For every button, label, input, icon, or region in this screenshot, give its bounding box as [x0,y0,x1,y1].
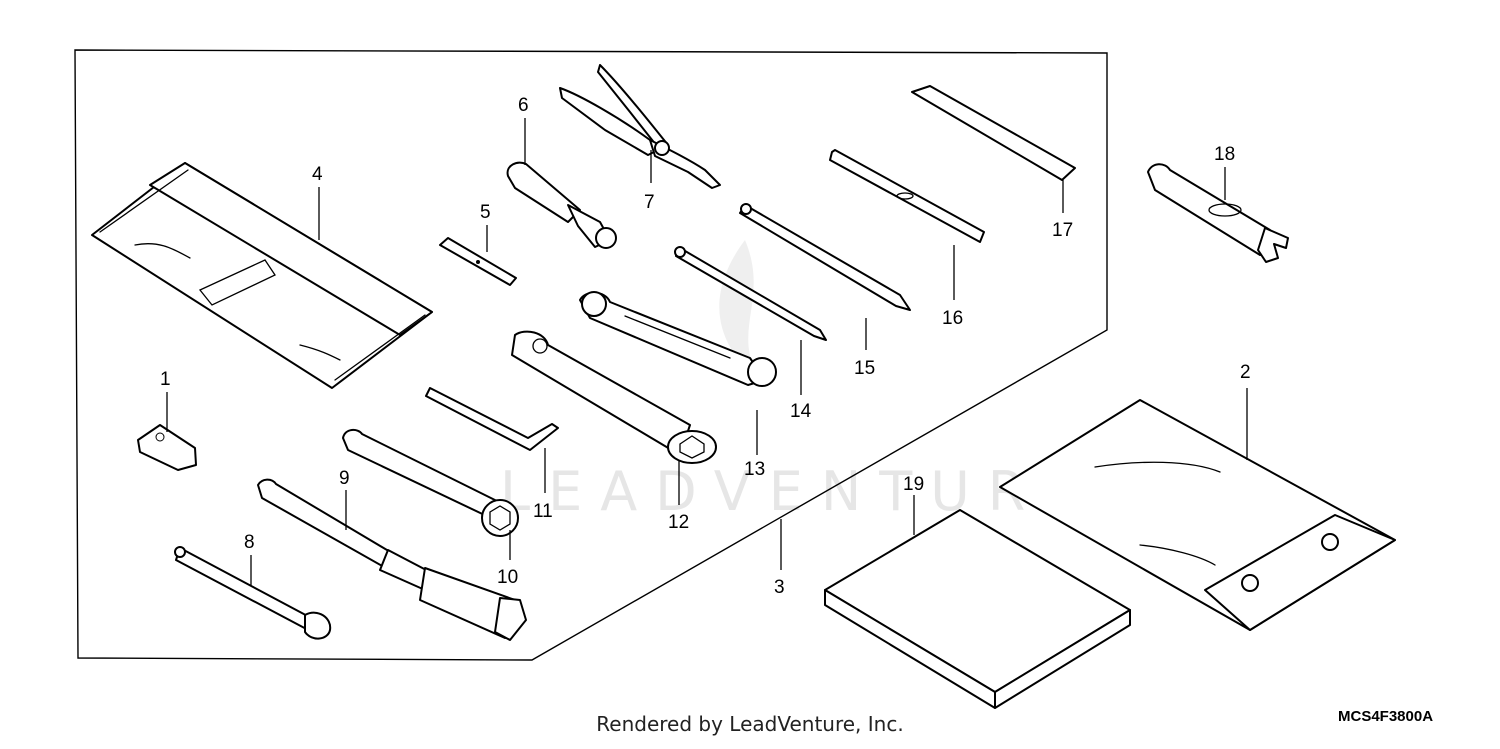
callout-12: 12 [668,512,689,533]
flat-bar-part [829,149,985,243]
screwdriver-part [739,203,911,311]
callout-11: 11 [533,501,553,522]
diagram-code: MCS4F3800A [1338,708,1434,725]
document-pouch-part [999,399,1396,631]
leader-lines [166,118,1248,585]
pin-tool-part [674,246,827,341]
callout-6: 6 [518,95,529,116]
double-wrench-part [579,291,777,387]
clip-part [137,424,197,471]
watermark-flame-icon [719,240,760,380]
callout-3: 3 [774,577,785,598]
callout-18: 18 [1214,144,1235,165]
small-plate-part [439,237,517,286]
callout-17: 17 [1052,220,1073,241]
tool-kit-outline [74,49,1108,661]
callout-13: 13 [744,459,765,480]
callout-19: 19 [903,474,924,495]
callout-16: 16 [942,308,963,329]
plug-wrench-part [257,478,527,641]
callout-8: 8 [244,532,255,553]
box-wrench-part [511,330,717,464]
callout-2: 2 [1240,362,1251,383]
callout-14: 14 [790,401,812,422]
footer-credit: Rendered by LeadVenture, Inc. [596,712,904,736]
tool-bag-part [91,162,433,389]
hex-key-part [425,387,559,451]
screwdriver-handle-part [506,161,617,249]
flat-tool-part [911,85,1076,181]
pliers-part [559,64,721,189]
callout-1: 1 [160,369,171,390]
callout-7: 7 [644,192,655,213]
ring-wrench-part [342,428,519,537]
callout-5: 5 [480,202,491,223]
extension-bolt-part [174,546,332,640]
callout-4: 4 [312,164,323,185]
open-wrench-part [1147,163,1289,263]
callout-9: 9 [339,468,350,489]
owners-manual-part [824,509,1131,709]
callout-10: 10 [497,567,518,588]
callout-15: 15 [854,358,875,379]
